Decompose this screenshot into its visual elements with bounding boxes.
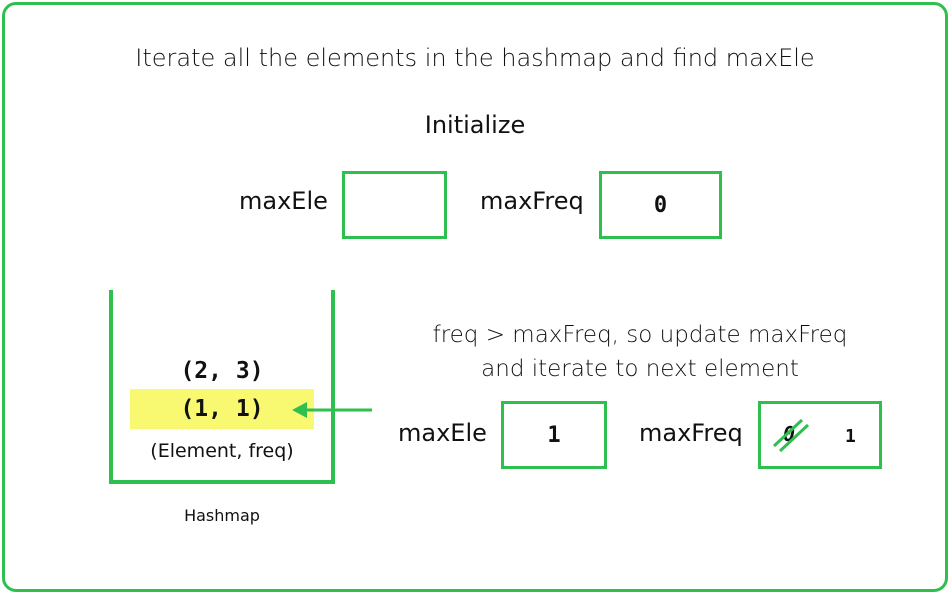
strike-through-icon — [772, 418, 810, 453]
init-max-freq-box: 0 — [599, 171, 722, 239]
update-note-line1: freq > maxFreq, so update maxFreq — [432, 322, 848, 348]
hashmap-caption: Hashmap — [184, 506, 260, 525]
update-max-freq-new-value: 1 — [845, 426, 856, 447]
update-max-ele-label: maxEle — [398, 419, 487, 447]
update-note-line2: and iterate to next element — [481, 356, 799, 382]
arrow-left-icon — [292, 402, 372, 418]
update-note: freq > maxFreq, so update maxFreq and it… — [390, 318, 890, 386]
diagram-title: Iterate all the elements in the hashmap … — [135, 44, 815, 72]
init-max-ele-label: maxEle — [239, 187, 328, 215]
hashmap-header: (Element, freq) — [150, 440, 294, 462]
init-max-ele-box — [342, 171, 447, 239]
update-max-ele-box: 1 — [501, 401, 607, 469]
hashmap-bottom-wall — [109, 480, 335, 484]
hashmap-left-wall — [109, 290, 113, 483]
hashmap-entry-highlighted: (1, 1) — [130, 389, 314, 429]
init-max-freq-label: maxFreq — [480, 187, 584, 215]
hashmap-right-wall — [331, 290, 335, 483]
update-max-freq-label: maxFreq — [639, 419, 743, 447]
hashmap-entry: (2, 3) — [180, 358, 264, 384]
initialize-heading: Initialize — [424, 111, 526, 139]
init-max-freq-value: 0 — [653, 192, 668, 218]
update-max-ele-value: 1 — [547, 422, 561, 448]
